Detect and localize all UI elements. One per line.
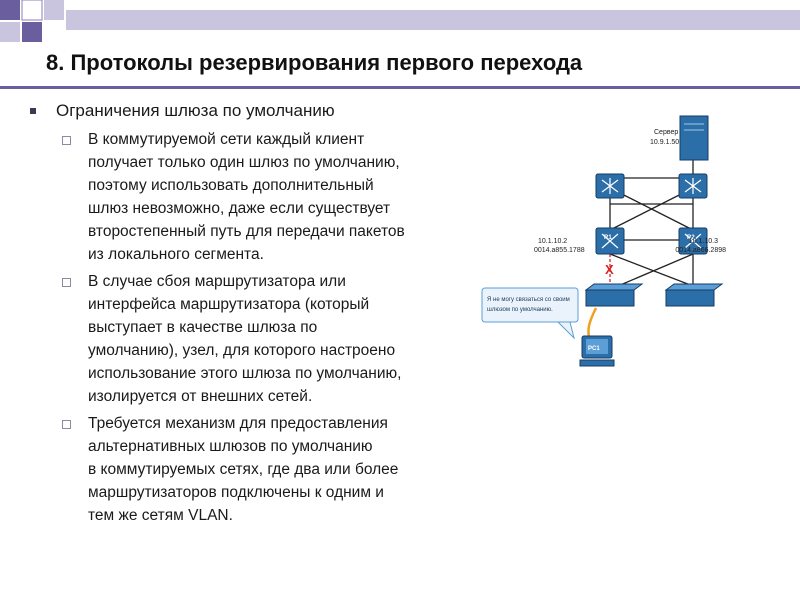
failure-x-icon: X [605,262,614,277]
switch-top-left-icon [595,173,625,199]
pc-link [587,307,598,341]
server-icon [679,115,709,161]
title-underline [0,86,800,89]
r2-ip: 10.1.10.3 [689,238,718,245]
speech-callout [481,287,579,340]
subbullet-text: В коммутируемой сети каждый клиент получ… [88,131,405,263]
router-r2-label: R2 [687,235,695,241]
callout-text-line1: Я не могу связаться со своим [487,297,570,303]
r1-ip: 10.1.10.2 [538,238,567,245]
server-ip: 10.9.1.50 [650,139,679,146]
callout-text-line2: шлюзом по умолчанию. [487,307,553,313]
r1-mac: 0014.a855.1788 [534,247,585,254]
router-r1-icon [595,227,625,255]
slide-content: Ограничения шлюза по умолчанию В коммути… [30,100,500,531]
subbullet-1: В коммутируемой сети каждый клиент получ… [30,128,500,266]
square-bullet-icon [30,108,36,114]
hollow-square-bullet-icon [62,278,71,287]
router-r2-icon [678,227,708,255]
access-switch-left-icon [584,283,644,307]
subbullet-text: Требуется механизм для предоставления ал… [88,415,399,524]
bullet-level-1: Ограничения шлюза по умолчанию [30,100,500,122]
server-label: Сервер [654,129,678,136]
subbullet-3: Требуется механизм для предоставления ал… [30,412,500,527]
pc-label: PC1 [588,346,600,352]
r2-mac: 0014.a866.2898 [675,247,726,254]
subbullet-text: В случае сбоя маршрутизатора или интерфе… [88,273,402,405]
slide-title: 8. Протоколы резервирования первого пере… [46,50,583,75]
hollow-square-bullet-icon [62,420,71,429]
switch-top-right-icon [678,173,708,199]
decorative-square-strip [0,0,800,42]
bullet-text: Ограничения шлюза по умолчанию [56,101,335,120]
subbullet-2: В случае сбоя маршрутизатора или интерфе… [30,270,500,408]
access-switch-right-icon [664,283,724,307]
pc-icon [579,335,615,367]
network-diagram: Сервер 10.9.1.50 R1 R2 10.1.10.2 0014.a8… [481,115,726,367]
hollow-square-bullet-icon [62,136,71,145]
router-r1-label: R1 [604,235,612,241]
